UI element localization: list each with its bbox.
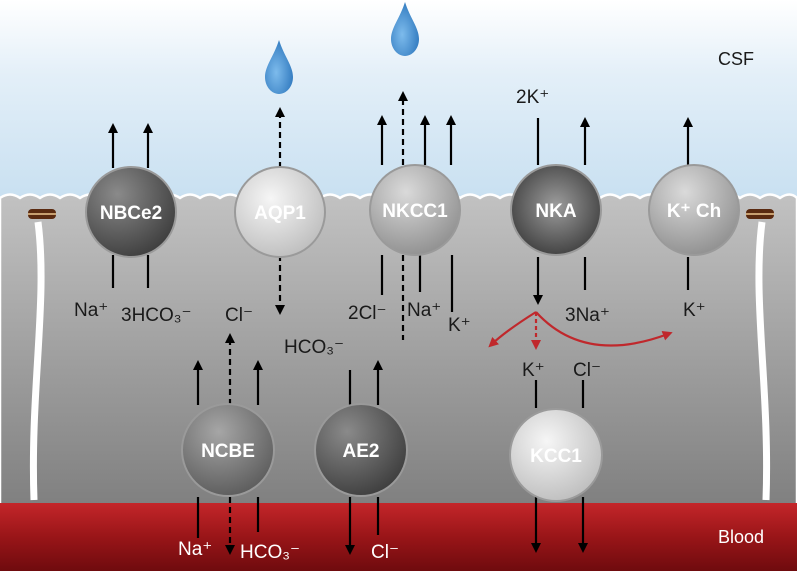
nka-transporter: NKA <box>510 164 602 256</box>
csf-label: CSF <box>718 49 754 69</box>
kcc1-label: KCC1 <box>530 446 582 467</box>
kch-label: K⁺ Ch <box>667 201 721 222</box>
ion-label-nka-k-in: 2K⁺ <box>516 87 549 108</box>
ion-label-blood-cl: Cl⁻ <box>371 542 399 563</box>
nkcc1-flux-arrows <box>377 91 456 340</box>
water-drop-icon <box>391 2 419 56</box>
tight-junction-left <box>28 209 56 219</box>
lateral-membrane-right <box>755 221 771 501</box>
blood-label: Blood <box>718 527 764 547</box>
nkcc1-transporter: NKCC1 <box>369 164 461 256</box>
ncbe-flux-arrows <box>193 333 263 555</box>
nka-flux-arrows <box>533 117 590 305</box>
ion-label-nkcc1-cl: 2Cl⁻ <box>348 303 387 324</box>
ion-label-blood-na: Na⁺ <box>178 539 212 560</box>
tight-junction-right <box>746 209 774 219</box>
ion-label-nbce2-na: Na⁺ <box>74 300 108 321</box>
ion-label-nkcc1-k: K⁺ <box>448 315 471 336</box>
nbce2-transporter: NBCe2 <box>85 166 177 258</box>
ncbe-label: NCBE <box>201 441 255 462</box>
blood-compartment <box>0 503 797 571</box>
kcc1-flux-arrows <box>531 380 588 553</box>
aqp1-label: AQP1 <box>254 203 306 224</box>
ion-label-kch-k: K⁺ <box>683 300 706 321</box>
nkcc1-label: NKCC1 <box>382 201 448 222</box>
aqp1-transporter: AQP1 <box>234 166 326 258</box>
ae2-flux-arrows <box>345 360 383 555</box>
ion-label-kcc1-cl: Cl⁻ <box>573 360 601 381</box>
ion-label-ncbe-cl: Cl⁻ <box>225 305 253 326</box>
ion-label-blood-hco3: HCO₃⁻ <box>240 542 300 563</box>
ion-label-ae2-hco3: HCO₃⁻ <box>284 337 344 358</box>
ion-label-kcc1-k: K⁺ <box>522 360 545 381</box>
ncbe-transporter: NCBE <box>181 403 275 497</box>
ion-label-nkcc1-na: Na⁺ <box>407 300 441 321</box>
nbce2-flux-arrows <box>108 123 153 288</box>
water-drop-icon <box>265 40 293 94</box>
kch-transporter: K⁺ Ch <box>648 164 740 256</box>
ae2-label: AE2 <box>343 441 380 462</box>
ae2-transporter: AE2 <box>314 403 408 497</box>
ion-label-nbce2-hco3: 3HCO₃⁻ <box>121 305 192 326</box>
ion-label-nka-na: 3Na⁺ <box>565 305 610 326</box>
kcc1-transporter: KCC1 <box>509 408 603 502</box>
k-recycling-arrows <box>488 311 673 350</box>
lateral-membrane-left <box>29 221 45 501</box>
nka-label: NKA <box>535 201 576 222</box>
nbce2-label: NBCe2 <box>100 203 162 224</box>
